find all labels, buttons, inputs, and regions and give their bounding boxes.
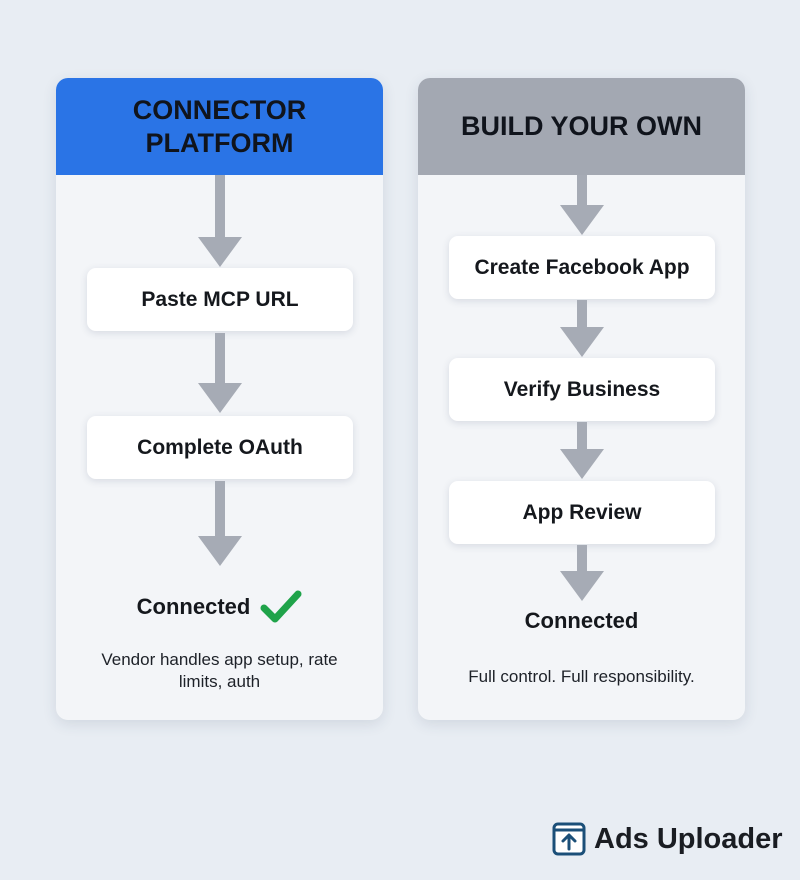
step-box: Verify Business	[449, 358, 715, 421]
arrow-down-icon	[559, 300, 604, 357]
arrow-down-icon	[197, 481, 242, 566]
card-header: CONNECTOR PLATFORM	[56, 78, 383, 175]
result: Connected	[56, 590, 383, 624]
note: Vendor handles app setup, rate limits, a…	[101, 650, 338, 691]
step-box: Complete OAuth	[87, 416, 353, 479]
connector-platform-card: CONNECTOR PLATFORM Paste MCP URL Complet…	[56, 78, 383, 720]
upload-box-icon	[552, 822, 586, 856]
arrow-down-icon	[559, 175, 604, 235]
brand-logo: Ads Uploader	[552, 822, 783, 856]
step-box: Paste MCP URL	[87, 268, 353, 331]
note: Full control. Full responsibility.	[468, 667, 695, 686]
arrow-down-icon	[559, 545, 604, 601]
build-your-own-card: BUILD YOUR OWN Create Facebook App Verif…	[418, 78, 745, 720]
arrow-down-icon	[197, 175, 242, 267]
brand-name: Ads Uploader	[594, 822, 783, 855]
result-label: Connected	[136, 594, 251, 619]
arrow-down-icon	[559, 422, 604, 479]
checkmark-icon	[260, 590, 302, 623]
card-header: BUILD YOUR OWN	[418, 78, 745, 175]
step-box: App Review	[449, 481, 715, 544]
arrow-down-icon	[197, 333, 242, 413]
step-box: Create Facebook App	[449, 236, 715, 299]
result-label: Connected	[524, 608, 639, 633]
